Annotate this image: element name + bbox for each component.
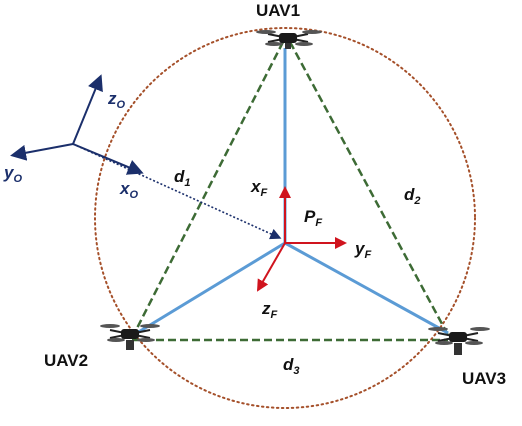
d2-label: d2 <box>404 185 421 207</box>
d1-label: d1 <box>174 167 191 189</box>
d2-sub: 2 <box>413 195 420 207</box>
uav1-drone <box>256 30 322 49</box>
distance-line-d1 <box>130 41 285 339</box>
formation-x-main: x <box>250 177 262 196</box>
formation-z-axis <box>257 242 286 292</box>
origin-y-label: yO <box>3 163 22 185</box>
uav3-label: UAV3 <box>462 369 506 388</box>
uav2-drone <box>100 324 160 350</box>
formation-point-label: PF <box>304 207 322 229</box>
origin-y-main: y <box>3 163 15 182</box>
origin-y-axis <box>10 143 74 161</box>
distance-line-d2 <box>288 41 450 336</box>
center-to-uav2-edge <box>131 241 286 338</box>
d3-label: d3 <box>283 355 300 377</box>
origin-z-axis <box>72 74 103 145</box>
formation-x-label: xF <box>250 177 267 199</box>
origin-z-sub: O <box>117 99 126 111</box>
formation-x-sub: F <box>260 187 267 199</box>
d2-main: d <box>404 185 415 204</box>
position-vector <box>72 143 282 240</box>
origin-z-label: zO <box>107 89 126 111</box>
d1-sub: 1 <box>184 177 190 189</box>
formation-circle <box>94 27 476 409</box>
origin-x-label: xO <box>119 179 138 201</box>
formation-point-sub: F <box>315 217 322 229</box>
formation-z-label: zF <box>261 299 278 321</box>
formation-z-main: z <box>261 299 271 318</box>
formation-point-main: P <box>304 207 316 226</box>
uav1-label: UAV1 <box>256 1 300 20</box>
origin-z-main: z <box>107 89 117 108</box>
uav3-drone <box>428 327 490 355</box>
d1-main: d <box>174 167 185 186</box>
formation-z-sub: F <box>271 309 278 321</box>
origin-x-sub: O <box>129 189 138 201</box>
center-to-uav3-edge <box>284 241 449 335</box>
origin-x-main: x <box>119 179 131 198</box>
formation-y-main: y <box>354 239 366 258</box>
d3-main: d <box>283 355 294 374</box>
formation-y-label: yF <box>354 239 371 261</box>
formation-frame <box>257 186 347 292</box>
uav2-label: UAV2 <box>44 351 88 370</box>
d3-sub: 3 <box>293 365 299 377</box>
origin-x-axis <box>72 143 144 175</box>
origin-frame <box>10 74 144 175</box>
formation-y-sub: F <box>364 249 371 261</box>
origin-y-sub: O <box>13 173 22 185</box>
